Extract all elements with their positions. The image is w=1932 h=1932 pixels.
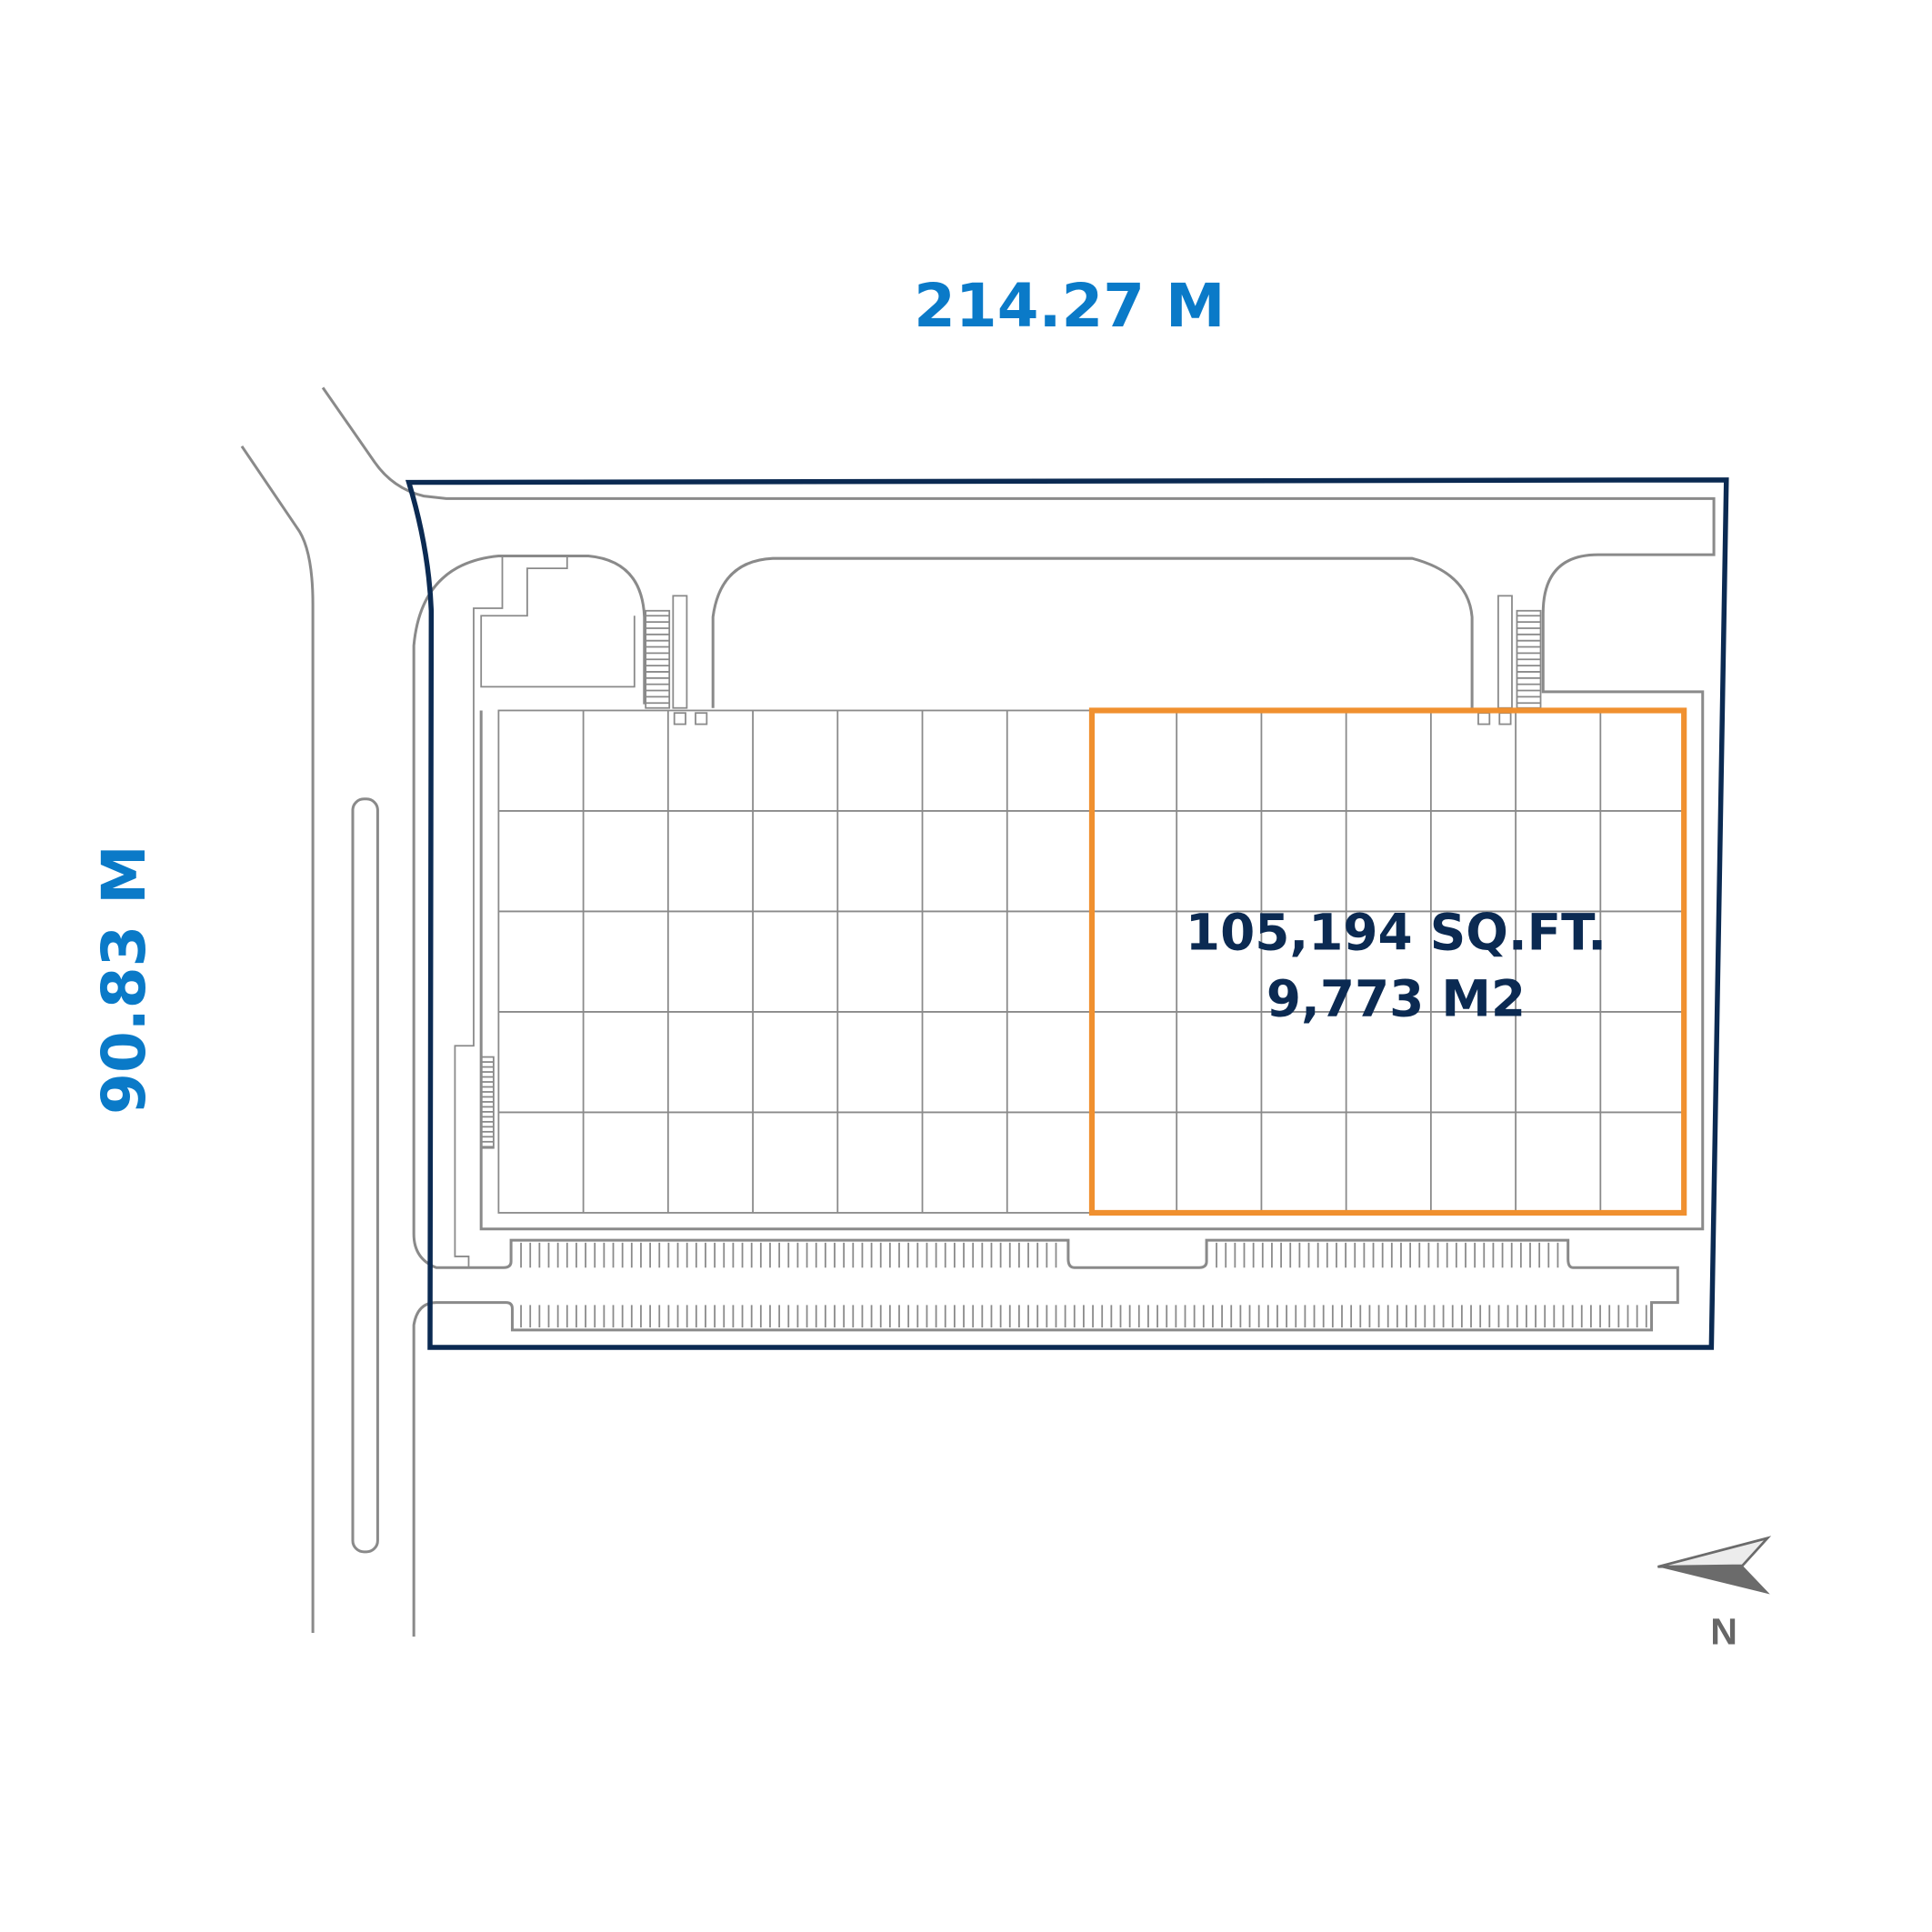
unit-area-m2: 9,773 M2: [1266, 969, 1526, 1027]
property-boundary: [405, 477, 1729, 1350]
depth-dimension-label: 90.83 M: [89, 845, 159, 1115]
unit-area-sqft: 105,194 SQ.FT.: [1186, 904, 1607, 962]
north-label: N: [1710, 1610, 1737, 1652]
highlighted-unit[interactable]: [1088, 707, 1687, 1216]
width-dimension-label: 214.27 M: [914, 271, 1225, 341]
parking-stalls: [520, 1242, 1647, 1328]
north-arrow-icon: [1657, 1536, 1772, 1595]
access-road: [240, 386, 1716, 1637]
loading-docks: [480, 595, 1542, 1149]
office-block: [454, 556, 636, 1268]
